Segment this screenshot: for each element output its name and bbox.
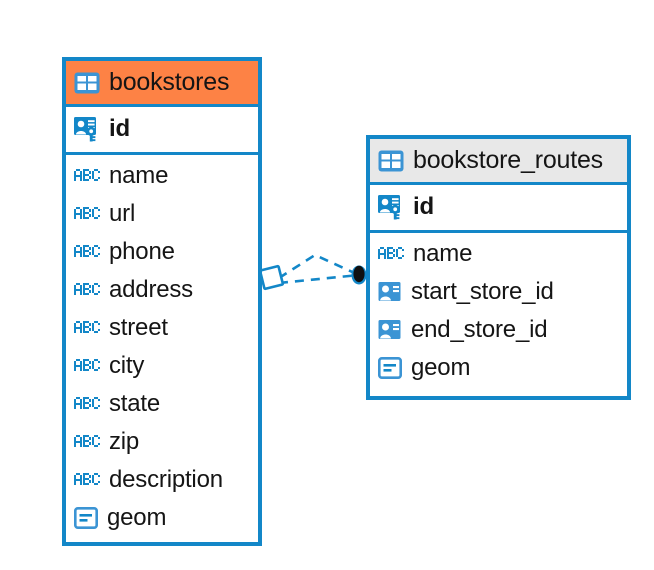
- field-label: id: [109, 115, 130, 142]
- foreign-key-icon: [378, 319, 402, 341]
- text-abc-icon: [74, 168, 100, 184]
- primary-key-icon: [74, 116, 100, 142]
- field-label: name: [413, 240, 473, 267]
- primary-key-icon: [378, 194, 404, 220]
- field-label: geom: [107, 504, 167, 531]
- text-abc-icon: [378, 246, 404, 262]
- text-abc-icon: [74, 320, 100, 336]
- field-block: name: [66, 155, 258, 541]
- entity-title: bookstore_routes: [413, 146, 603, 174]
- foreign-key-icon: [378, 281, 402, 303]
- field-row-city[interactable]: city: [66, 347, 258, 385]
- field-row-start-store-id[interactable]: start_store_id: [370, 273, 627, 311]
- field-row-geom[interactable]: geom: [370, 349, 627, 387]
- field-label: zip: [109, 428, 140, 455]
- field-label: address: [109, 276, 193, 303]
- text-abc-icon: [74, 244, 100, 260]
- field-label: id: [413, 193, 434, 220]
- text-abc-icon: [74, 282, 100, 298]
- field-row-id[interactable]: id: [66, 110, 258, 148]
- field-row-description[interactable]: description: [66, 461, 258, 499]
- text-abc-icon: [74, 206, 100, 222]
- field-label: end_store_id: [411, 316, 548, 343]
- field-row-phone[interactable]: phone: [66, 233, 258, 271]
- diamond-outline-marker: [258, 264, 285, 291]
- field-row-url[interactable]: url: [66, 195, 258, 233]
- field-block: name start_store_id: [370, 233, 627, 391]
- field-row-end-store-id[interactable]: end_store_id: [370, 311, 627, 349]
- entity-bookstore-routes[interactable]: bookstore_routes: [366, 135, 631, 400]
- field-row-address[interactable]: address: [66, 271, 258, 309]
- entity-header-bookstore-routes[interactable]: bookstore_routes: [370, 139, 627, 185]
- relationship-connector[interactable]: [255, 238, 380, 318]
- field-row-name[interactable]: name: [66, 157, 258, 195]
- entity-title: bookstores: [109, 68, 230, 96]
- text-abc-icon: [74, 434, 100, 450]
- field-row-geom[interactable]: geom: [66, 499, 258, 537]
- text-abc-icon: [74, 472, 100, 488]
- primary-key-block: id: [66, 107, 258, 155]
- field-row-zip[interactable]: zip: [66, 423, 258, 461]
- table-icon: [378, 150, 404, 172]
- entity-bookstores[interactable]: bookstores: [62, 57, 262, 546]
- entity-header-bookstores[interactable]: bookstores: [66, 61, 258, 107]
- field-label: url: [109, 200, 136, 227]
- field-label: name: [109, 162, 169, 189]
- primary-key-block: id: [370, 185, 627, 233]
- field-row-street[interactable]: street: [66, 309, 258, 347]
- field-row-state[interactable]: state: [66, 385, 258, 423]
- text-abc-icon: [74, 358, 100, 374]
- field-label: street: [109, 314, 168, 341]
- table-icon: [74, 72, 100, 94]
- field-row-id[interactable]: id: [370, 188, 627, 226]
- field-label: geom: [411, 354, 471, 381]
- field-row-name[interactable]: name: [370, 235, 627, 273]
- field-label: description: [109, 466, 223, 493]
- geometry-icon: [377, 356, 402, 379]
- field-label: start_store_id: [411, 278, 554, 305]
- relationship-line-upper: [278, 253, 360, 280]
- field-label: city: [109, 352, 145, 379]
- relationship-line-lower: [278, 273, 360, 285]
- geometry-icon: [73, 506, 98, 529]
- filled-circle-marker: [351, 265, 367, 285]
- field-label: state: [109, 390, 161, 417]
- text-abc-icon: [74, 396, 100, 412]
- field-label: phone: [109, 238, 175, 265]
